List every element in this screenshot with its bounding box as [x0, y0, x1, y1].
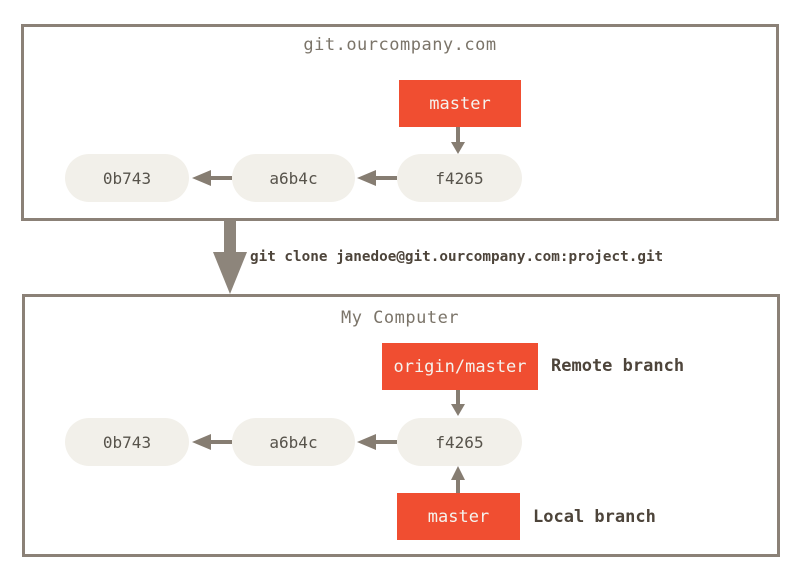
local-branch-annotation: Local branch	[533, 507, 656, 527]
arrow-head-up-icon	[451, 466, 465, 480]
commit-node: 0b743	[65, 418, 189, 466]
commit-node: 0b743	[65, 154, 189, 202]
arrow-head-left-icon	[192, 170, 211, 186]
commit-node: a6b4c	[232, 154, 355, 202]
remote-master-branch-label: master	[399, 80, 521, 127]
arrow-head-down-icon	[451, 404, 465, 416]
arrow-head-left-icon	[192, 434, 211, 450]
clone-command-text: git clone janedoe@git.ourcompany.com:pro…	[250, 249, 664, 265]
arrow-stem	[210, 440, 232, 444]
arrow-stem	[210, 176, 232, 180]
remote-server-title: git.ourcompany.com	[303, 35, 497, 55]
remote-server-box	[21, 24, 779, 221]
arrow-stem	[456, 390, 460, 405]
arrow-head-down-icon	[213, 252, 247, 294]
arrow-head-left-icon	[357, 170, 376, 186]
commit-node: a6b4c	[232, 418, 355, 466]
arrow-head-down-icon	[451, 142, 465, 154]
arrow-stem	[376, 176, 397, 180]
arrow-stem	[456, 127, 460, 143]
origin-master-branch-label: origin/master	[382, 343, 538, 390]
my-computer-title: My Computer	[340, 308, 460, 328]
local-master-branch-label: master	[397, 493, 520, 540]
arrow-stem	[456, 479, 460, 493]
commit-node: f4265	[397, 154, 522, 202]
arrow-stem	[376, 440, 397, 444]
remote-branch-annotation: Remote branch	[551, 356, 685, 376]
commit-node: f4265	[397, 418, 522, 466]
arrow-stem	[224, 220, 236, 252]
my-computer-box	[22, 294, 780, 557]
arrow-head-left-icon	[357, 434, 376, 450]
